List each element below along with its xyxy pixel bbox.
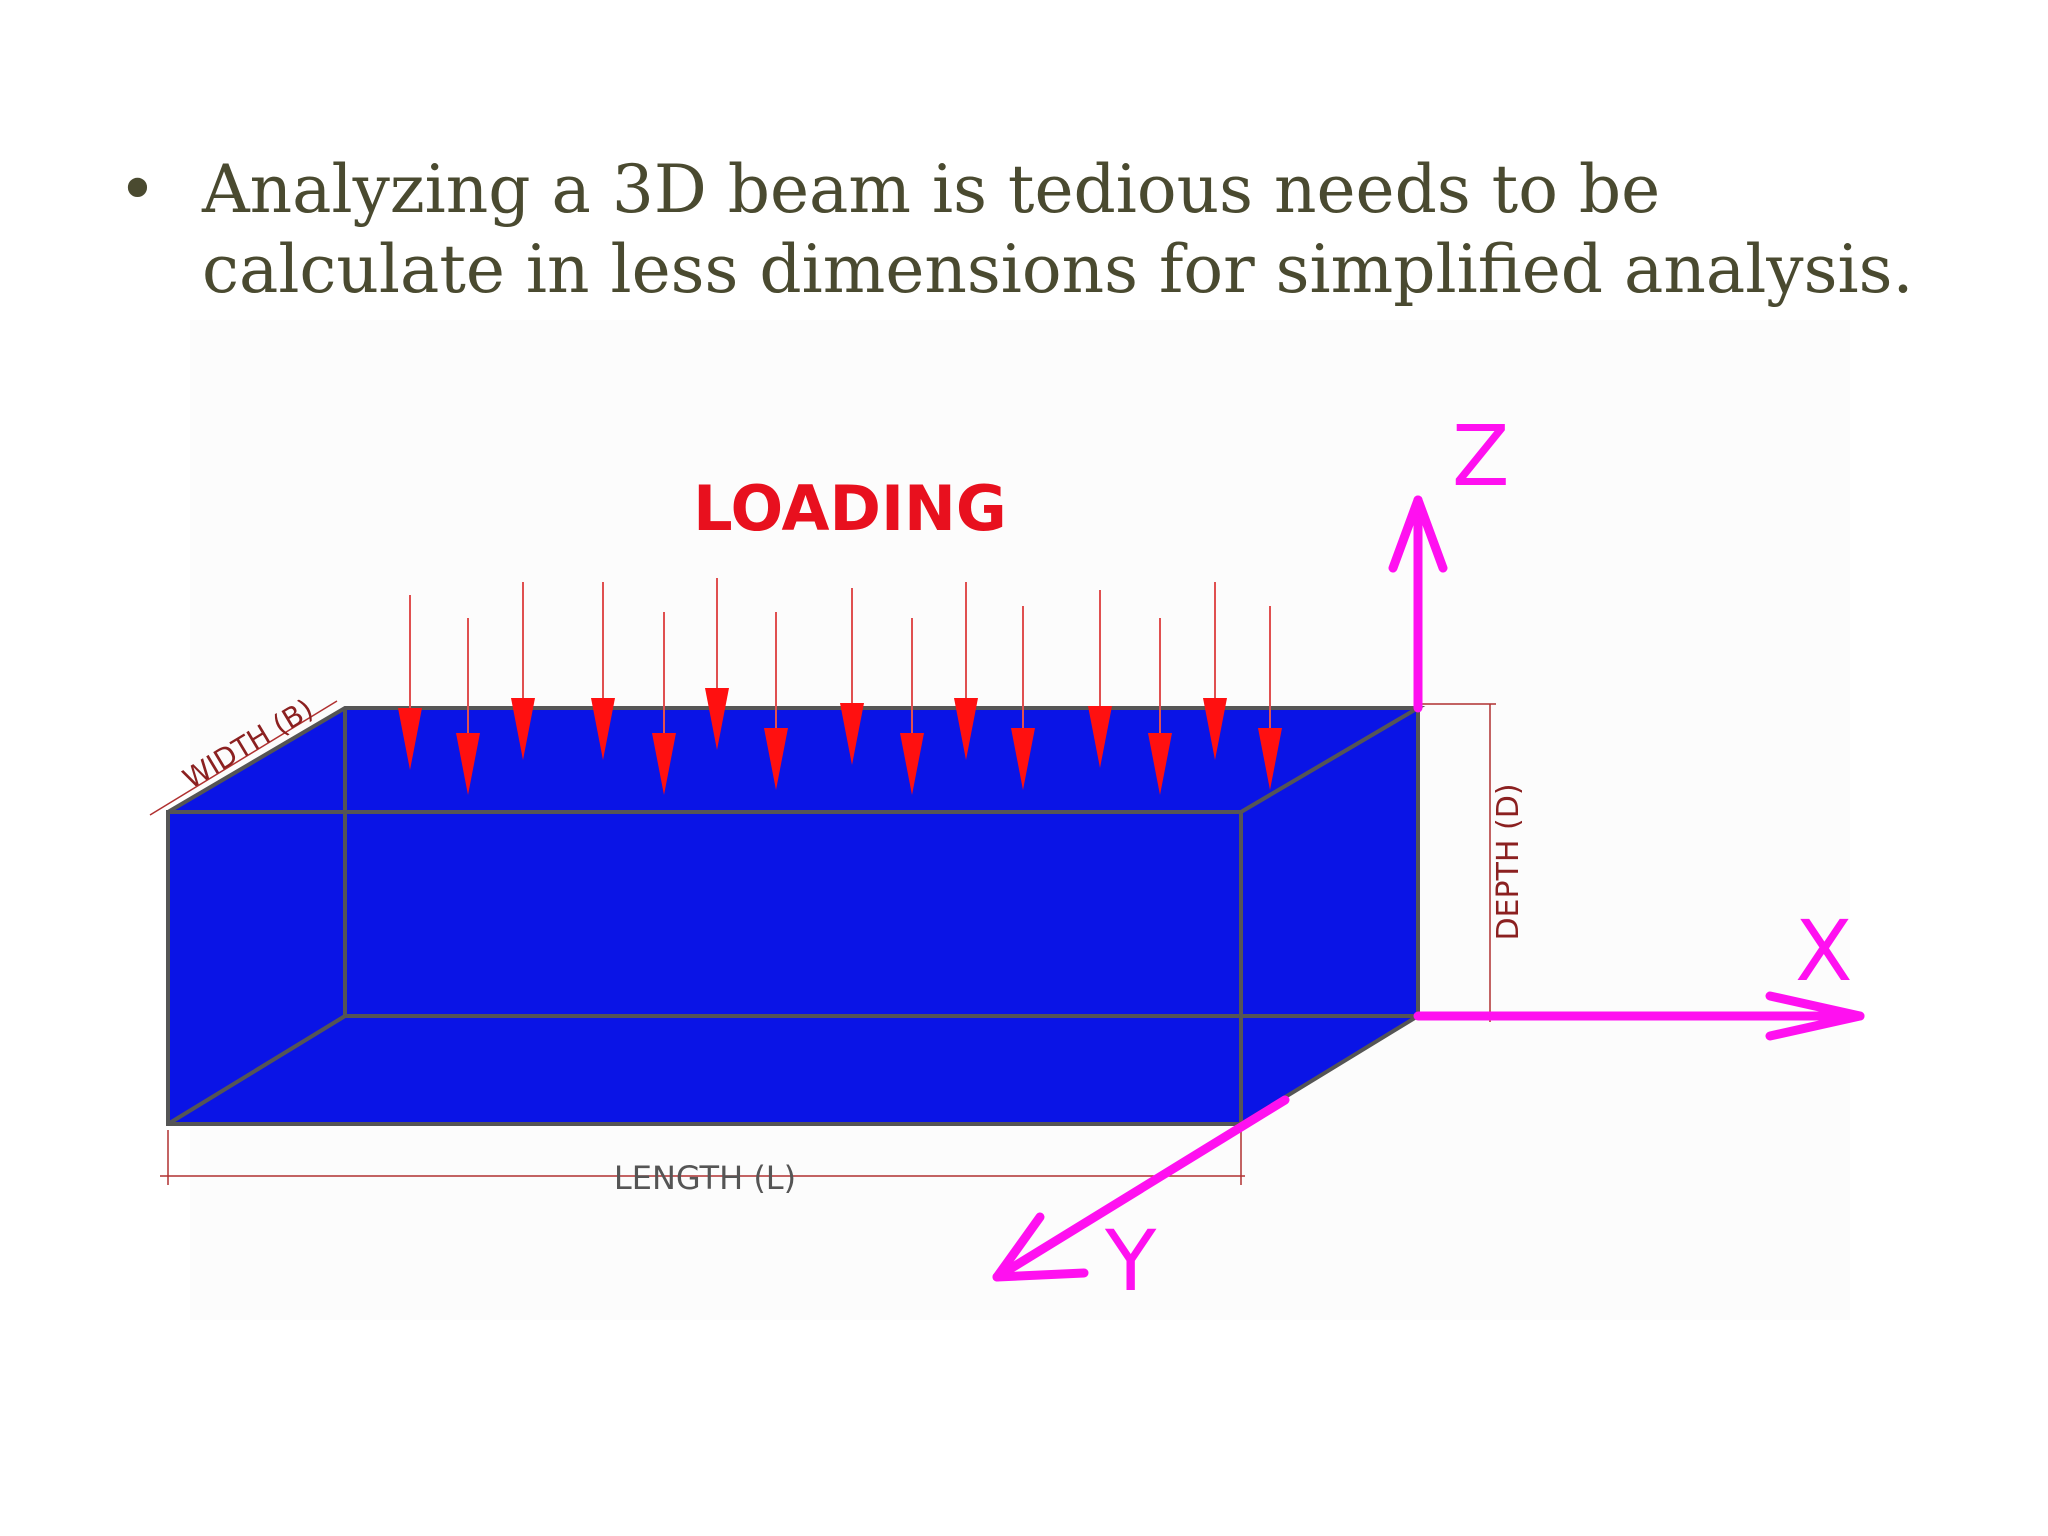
z-axis-arrowhead — [1388, 495, 1448, 573]
load-arrow — [456, 618, 480, 795]
load-arrow — [840, 588, 864, 765]
load-arrow — [1088, 590, 1112, 768]
load-arrow — [398, 595, 422, 770]
bullet-symbol: • — [118, 151, 157, 228]
loading-label: LOADING — [693, 472, 1007, 545]
depth-label: DEPTH (D) — [1491, 783, 1526, 940]
load-arrow — [511, 582, 535, 760]
load-arrows — [398, 578, 1282, 795]
load-arrow — [652, 612, 676, 795]
bullet-point: • Analyzing a 3D beam is tedious needs t… — [118, 150, 1978, 310]
x-axis-arrowhead — [1765, 991, 1865, 1041]
load-arrow — [591, 582, 615, 760]
load-arrow — [954, 582, 978, 760]
load-arrow — [1148, 618, 1172, 795]
x-axis-label: X — [1795, 902, 1853, 1000]
axes — [992, 495, 1865, 1282]
load-arrow — [1011, 606, 1035, 790]
load-arrow — [705, 578, 729, 750]
load-arrow — [764, 612, 788, 790]
beam-top-face — [168, 708, 1418, 812]
load-arrow — [900, 618, 924, 795]
y-axis-arrowhead — [992, 1212, 1089, 1282]
y-axis — [992, 1095, 1290, 1282]
beam-right-face — [1241, 708, 1418, 1124]
load-arrow — [1203, 582, 1227, 760]
length-label: LENGTH (L) — [614, 1159, 796, 1197]
z-axis-label: Z — [1452, 407, 1510, 505]
load-arrow — [1258, 606, 1282, 790]
bullet-text: Analyzing a 3D beam is tedious needs to … — [202, 151, 1914, 308]
beam-front-face — [168, 812, 1241, 1124]
y-axis-label: Y — [1104, 1212, 1157, 1310]
